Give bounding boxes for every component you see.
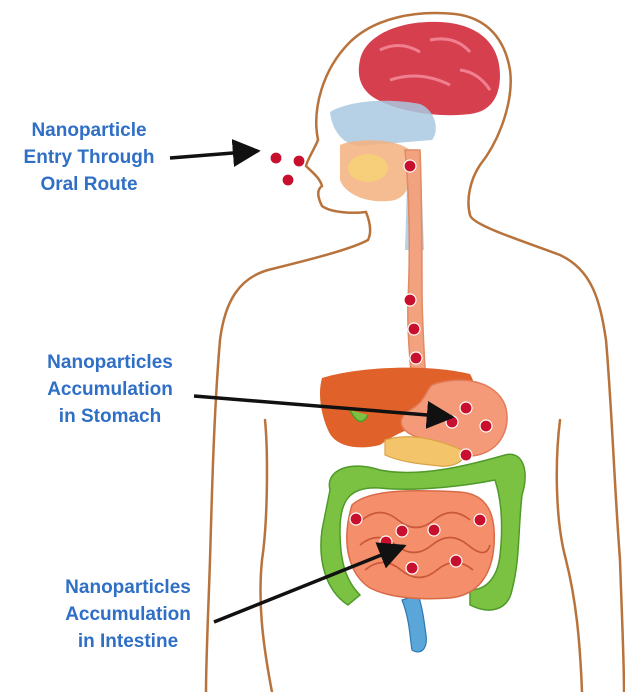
nanoparticle-dot-icon [474,514,486,526]
nanoparticle-dot-icon [410,352,422,364]
nanoparticle-dot-icon [460,449,472,461]
label-line: Nanoparticles [42,574,214,601]
label-line: Oral Route [8,171,170,198]
label-line: in Stomach [28,403,192,430]
nanoparticle-dot-icon [350,513,362,525]
label-line: Accumulation [28,376,192,403]
label-stomach: Nanoparticles Accumulation in Stomach [28,349,192,430]
arrow-oral-entry [170,151,258,158]
label-intestine: Nanoparticles Accumulation in Intestine [42,574,214,655]
label-line: Entry Through [8,144,170,171]
label-line: Accumulation [42,601,214,628]
label-line: Nanoparticle [8,117,170,144]
intestine-icon [347,491,494,599]
nanoparticle-dot-icon [282,174,294,186]
nanoparticle-dot-icon [408,323,420,335]
nanoparticle-dot-icon [480,420,492,432]
nanoparticle-dot-icon [406,562,418,574]
nanoparticle-dot-icon [428,524,440,536]
nanoparticle-dot-icon [460,402,472,414]
nanoparticle-dot-icon [396,525,408,537]
nanoparticle-dot-icon [293,155,305,167]
nanoparticle-dot-icon [404,160,416,172]
label-line: Nanoparticles [28,349,192,376]
nanoparticle-dot-icon [404,294,416,306]
nanoparticle-dot-icon [450,555,462,567]
nanoparticle-dot-icon [270,152,282,164]
rectum [402,595,426,652]
esophagus [405,150,426,385]
label-line: in Intestine [42,628,214,655]
nanoparticle-dot-icon [380,536,392,548]
label-oral-entry: Nanoparticle Entry Through Oral Route [8,117,170,198]
